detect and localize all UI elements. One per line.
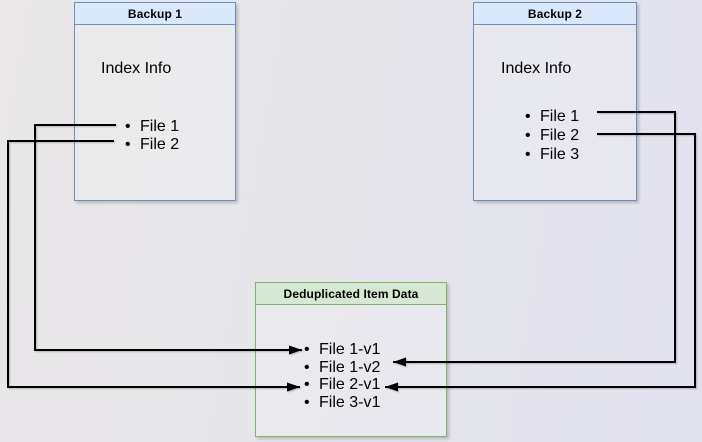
bullet-icon: • <box>125 136 131 153</box>
list-item: • File 1-v2 <box>304 359 380 377</box>
list-item: • File 1 <box>525 107 579 126</box>
bullet-icon: • <box>525 146 531 163</box>
file-label: File 2 <box>540 127 580 144</box>
file-label: File 3 <box>540 146 580 163</box>
file-version-label: File 3-v1 <box>319 394 381 412</box>
list-item: • File 1-v1 <box>304 341 380 359</box>
backup2-index-info-label: Index Info <box>501 60 572 77</box>
backup2-box: Backup 2 Index Info • File 1 • File 2 • … <box>473 2 637 201</box>
backup2-file-list: • File 1 • File 2 • File 3 <box>525 107 579 164</box>
file-label: File 1 <box>540 108 580 125</box>
deduplicated-item-data-box: Deduplicated Item Data • File 1-v1 • Fil… <box>255 282 447 437</box>
file-label: File 2 <box>140 136 180 153</box>
backup1-file-list: • File 1 • File 2 <box>125 118 179 154</box>
list-item: • File 2 <box>525 126 579 145</box>
file-version-label: File 1-v2 <box>319 358 381 376</box>
file-label: File 1 <box>140 118 180 135</box>
bullet-icon: • <box>304 341 310 358</box>
bullet-icon: • <box>525 127 531 144</box>
file-version-label: File 1-v1 <box>319 341 381 358</box>
bullet-icon: • <box>304 358 310 376</box>
bullet-icon: • <box>525 108 531 125</box>
backup1-box: Backup 1 Index Info • File 1 • File 2 <box>74 2 236 201</box>
list-item: • File 3 <box>525 145 579 164</box>
bullet-icon: • <box>304 376 310 394</box>
bullet-icon: • <box>125 118 131 135</box>
bullet-icon: • <box>304 394 310 412</box>
list-item: • File 3-v1 <box>304 394 380 412</box>
backup1-index-info-label: Index Info <box>101 60 172 77</box>
backup2-title: Backup 2 <box>474 3 636 25</box>
list-item: • File 2-v1 <box>304 376 380 394</box>
dedup-title: Deduplicated Item Data <box>256 283 446 305</box>
list-item: • File 1 <box>125 118 179 136</box>
list-item: • File 2 <box>125 136 179 154</box>
file-version-label: File 2-v1 <box>319 376 381 394</box>
dedup-file-list: • File 1-v1 • File 1-v2 • File 2-v1 • Fi… <box>304 341 380 412</box>
backup1-title: Backup 1 <box>75 3 235 25</box>
